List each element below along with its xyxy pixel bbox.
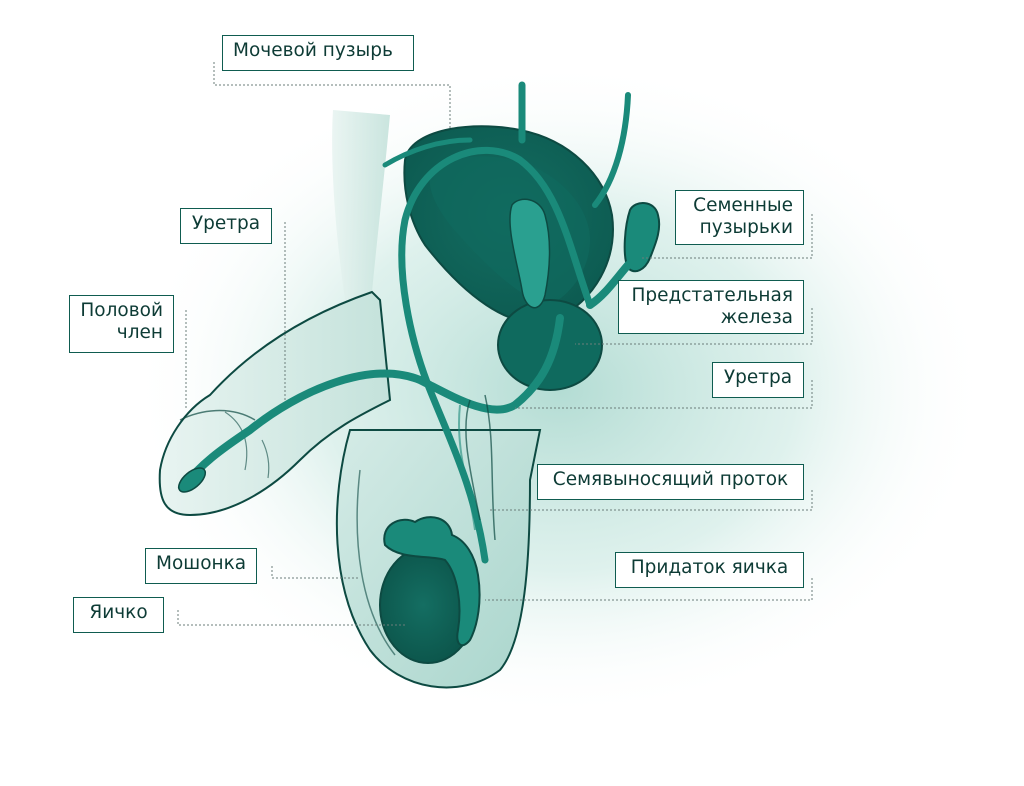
label-penis: Половой член <box>69 295 174 353</box>
label-seminal-vesicles: Семенные пузырьки <box>675 190 804 245</box>
prostate-shape <box>498 300 602 390</box>
label-urethra-right: Уретра <box>712 362 804 398</box>
label-scrotum: Мошонка <box>145 548 257 584</box>
label-urethra-left: Уретра <box>180 208 272 244</box>
label-vas-deferens: Семявыносящий проток <box>537 464 804 500</box>
label-testis: Яичко <box>73 597 164 633</box>
label-epididymis: Придаток яичка <box>615 552 804 588</box>
label-prostate: Предстательная железа <box>618 280 804 334</box>
label-bladder: Мочевой пузырь <box>222 35 414 71</box>
